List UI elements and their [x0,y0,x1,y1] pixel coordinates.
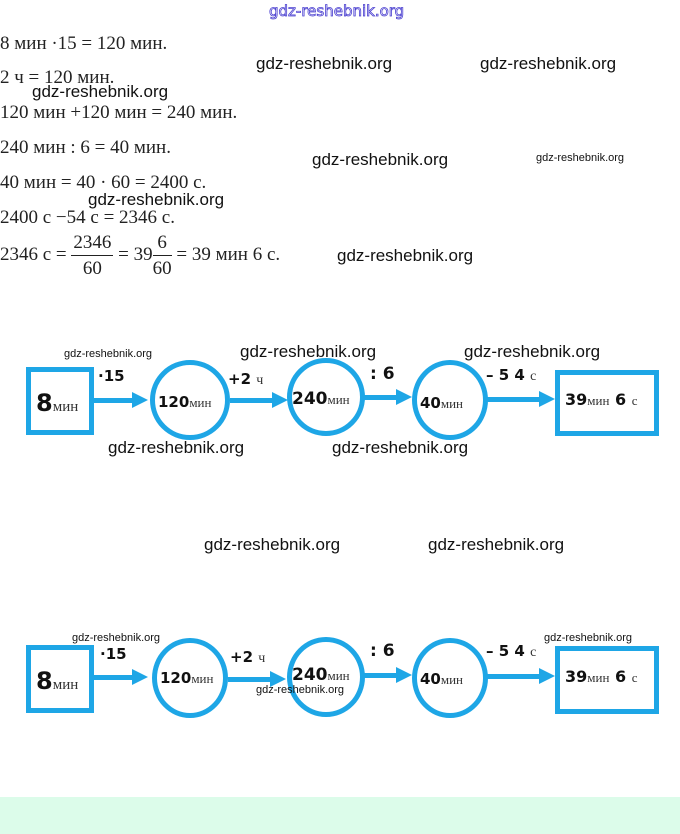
watermark: gdz-reshebnik.org [240,342,377,361]
start-box [26,645,94,713]
circle-node [287,358,365,436]
fraction-numerator: 6 [152,233,172,256]
arrow [487,668,555,684]
watermark: gdz-reshebnik.org [256,54,393,73]
circle-node [152,638,228,718]
start-value: 8мин [36,667,79,695]
arrow [228,671,286,687]
solution-line: 120 мин +120 мин = 240 мин. [0,102,238,123]
final-lhs: 2346 с = [0,243,67,265]
watermark: gdz-reshebnik.org [204,535,341,554]
operation-label: ·15 [100,645,127,663]
watermark: gdz-reshebnik.org [88,190,225,209]
watermark: gdz-reshebnik.org [72,632,161,644]
arrow [364,667,412,683]
node-value: 240мин [292,389,350,409]
node-value: 120мин [158,393,212,411]
watermark: gdz-reshebnik.org [337,246,474,265]
final-mixed-whole: = 39 [118,243,153,265]
final-rhs: = 39 мин 6 с. [176,243,281,265]
arrow [94,392,148,408]
node-value: 40мин [420,670,464,688]
footer-band [0,797,680,834]
arrow [364,389,412,405]
result-value: 39мин 6 с [565,390,638,409]
operation-label: +2 ч [230,648,266,666]
fraction: 6 60 [152,233,172,279]
fraction: 2346 60 [71,233,114,279]
start-box [26,367,94,435]
solution-final-line: 2346 с = 2346 60 = 39 6 60 = 39 мин 6 с. [0,233,280,278]
result-box [555,370,659,436]
operation-label: : 6 [370,641,395,661]
circle-node [412,638,488,718]
node-value: 240мин [292,665,350,685]
operation-label: +2 ч [228,370,264,388]
fraction-numerator: 2346 [71,233,114,256]
watermark: gdz-reshebnik.org [256,684,345,696]
watermark: gdz-reshebnik.org [332,438,469,457]
solution-line: 40 мин = 40 · 60 = 2400 с. [0,172,207,193]
solution-line: 2 ч = 120 мин. [0,67,115,88]
solution-line: 240 мин : 6 = 40 мин. [0,137,171,158]
watermark: gdz-reshebnik.org [480,54,617,73]
watermark: gdz-reshebnik.org [536,152,625,164]
arrow [230,392,288,408]
solution-line: 8 мин ·15 = 120 мин. [0,33,168,54]
watermark: gdz-reshebnik.org [464,342,601,361]
start-value: 8мин [36,389,79,417]
node-value: 40мин [420,394,464,412]
circle-node [287,637,365,717]
circle-node [412,360,488,440]
operation-label: – 5 4 с [486,642,537,660]
watermark: gdz-reshebnik.org [544,632,633,644]
watermark: gdz-reshebnik.org [428,535,565,554]
fraction-denominator: 60 [82,258,102,279]
arrow [487,391,555,407]
site-logo[interactable]: gdz-reshebnik.org [269,2,405,21]
result-box [555,646,659,714]
node-value: 120мин [160,669,214,687]
watermark: gdz-reshebnik.org [108,438,245,457]
operation-label: ·15 [98,367,125,385]
operation-label: – 5 4 с [486,366,537,384]
arrow [94,669,148,685]
circle-node [150,360,230,440]
result-value: 39мин 6 с [565,667,638,686]
operation-label: : 6 [370,364,395,384]
watermark: gdz-reshebnik.org [312,150,449,169]
watermark: gdz-reshebnik.org [32,82,169,101]
solution-line: 2400 с −54 с = 2346 с. [0,207,175,228]
watermark: gdz-reshebnik.org [64,348,153,360]
fraction-denominator: 60 [152,258,172,279]
